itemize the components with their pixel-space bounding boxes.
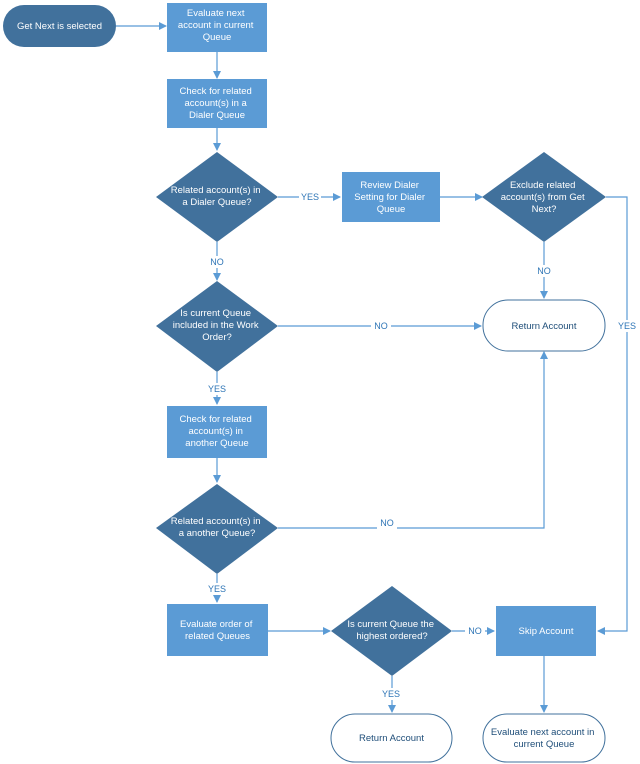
exclude-decision-line-1: Exclude related (510, 180, 575, 191)
another-decision-line-1: Related account(s) in (171, 516, 261, 527)
highest-decision-line-1: Is current Queue the (347, 619, 434, 630)
check-dialer-line-2: account(s) in a (185, 98, 248, 109)
label-yes-another: YES (208, 584, 226, 594)
review-dialer-process: Review Dialer Setting for Dialer Queue (342, 172, 440, 222)
dialer-decision-line-2: a Dialer Queue? (182, 197, 251, 208)
edge-exclude-yes-to-skip (597, 196, 628, 635)
return-2-line-1: Return Account (359, 733, 424, 744)
evaluate-next-2-line-1: Evaluate next account in (491, 727, 595, 738)
exclude-decision: Exclude related account(s) from Get Next… (482, 152, 606, 242)
label-yes-work-order: YES (208, 384, 226, 394)
label-no-another: NO (380, 518, 394, 528)
check-dialer-line-1: Check for related (180, 86, 252, 97)
evaluate-order-line-1: Evaluate order of (180, 619, 253, 630)
svg-text:Get Next is selected: Get Next is selected (17, 21, 102, 32)
start-terminal: Get Next is selected (3, 5, 116, 47)
review-dialer-line-1: Review Dialer (360, 180, 419, 191)
work-order-decision: Is current Queue included in the Work Or… (156, 281, 278, 372)
evaluate-order-process: Evaluate order of related Queues (167, 604, 268, 656)
exclude-decision-line-3: Next? (532, 204, 557, 215)
return-1-line-1: Return Account (512, 321, 577, 332)
label-no-highest: NO (468, 626, 482, 636)
skip-account-process: Skip Account (496, 606, 596, 656)
svg-text:Evaluate order of relate: Evaluate order of related Queues (180, 619, 255, 642)
edge-labels: YES NO YES NO NO YES NO YES NO YES (206, 191, 638, 700)
evaluate-next-process: Evaluate next account in current Queue (167, 3, 267, 52)
evaluate-next-2-line-2: current Queue (514, 739, 575, 750)
return-account-terminal-2: Return Account (330, 713, 453, 763)
work-order-line-3: Order? (202, 332, 232, 343)
svg-text:Review Dialer Setting fo: Review Dialer Setting for Dialer Queue (354, 180, 427, 215)
label-no-dialer: NO (210, 257, 224, 267)
review-dialer-line-3: Queue (377, 204, 406, 215)
svg-text:Related account(s) in a: Related account(s) in a Dialer Queue? (171, 185, 263, 208)
check-another-line-2: account(s) in (188, 426, 242, 437)
highest-decision-line-2: highest ordered? (356, 631, 427, 642)
work-order-line-1: Is current Queue (180, 308, 251, 319)
check-another-line-3: another Queue (185, 438, 248, 449)
review-dialer-line-2: Setting for Dialer (354, 192, 425, 203)
label-no-work-order: NO (374, 321, 388, 331)
label-yes-highest: YES (382, 689, 400, 699)
skip-line-1: Skip Account (519, 626, 574, 637)
svg-text:Exclude related account(: Exclude related account(s) from Get Next… (501, 180, 588, 215)
check-another-process: Check for related account(s) in another … (167, 406, 267, 458)
svg-text:Check for related accoun: Check for related account(s) in another … (180, 414, 255, 449)
svg-text:Evaluate next account in: Evaluate next account in current Queue (491, 727, 597, 750)
svg-text:Evaluate next account in: Evaluate next account in current Queue (178, 8, 256, 43)
label-no-exclude: NO (537, 266, 551, 276)
dialer-decision-line-1: Related account(s) in (171, 185, 261, 196)
evaluate-next-terminal: Evaluate next account in current Queue (482, 713, 606, 763)
start-line-1: Get Next is selected (17, 21, 102, 32)
check-dialer-line-3: Dialer Queue (189, 110, 245, 121)
another-decision-line-2: a another Queue? (179, 528, 256, 539)
svg-text:Return Account: Return Account (359, 733, 424, 744)
work-order-line-2: included in the Work (173, 320, 259, 331)
evaluate-next-line-3: Queue (203, 32, 232, 43)
svg-text:Is current Queue the hig: Is current Queue the highest ordered? (347, 619, 436, 642)
label-yes-exclude: YES (618, 321, 636, 331)
exclude-decision-line-2: account(s) from Get (501, 192, 585, 203)
check-another-line-1: Check for related (180, 414, 252, 425)
svg-text:Skip Account: Skip Account (519, 626, 574, 637)
highest-ordered-decision: Is current Queue the highest ordered? (331, 586, 452, 676)
check-dialer-process: Check for related account(s) in a Dialer… (167, 79, 267, 128)
svg-text:Check for related accoun: Check for related account(s) in a Dialer… (180, 86, 255, 121)
return-account-terminal-1: Return Account (482, 299, 606, 352)
another-queue-decision: Related account(s) in a another Queue? (156, 484, 278, 574)
dialer-queue-decision: Related account(s) in a Dialer Queue? (156, 152, 278, 242)
svg-text:Related account(s) in a: Related account(s) in a another Queue? (171, 516, 263, 539)
evaluate-next-line-2: account in current (178, 20, 254, 31)
edge-another-no-to-return (278, 351, 548, 529)
svg-text:Is current Queue include: Is current Queue included in the Work Or… (173, 308, 262, 343)
evaluate-order-line-2: related Queues (185, 631, 250, 642)
label-yes-dialer: YES (301, 192, 319, 202)
svg-text:Return Account: Return Account (512, 321, 577, 332)
evaluate-next-line-1: Evaluate next (187, 8, 245, 19)
